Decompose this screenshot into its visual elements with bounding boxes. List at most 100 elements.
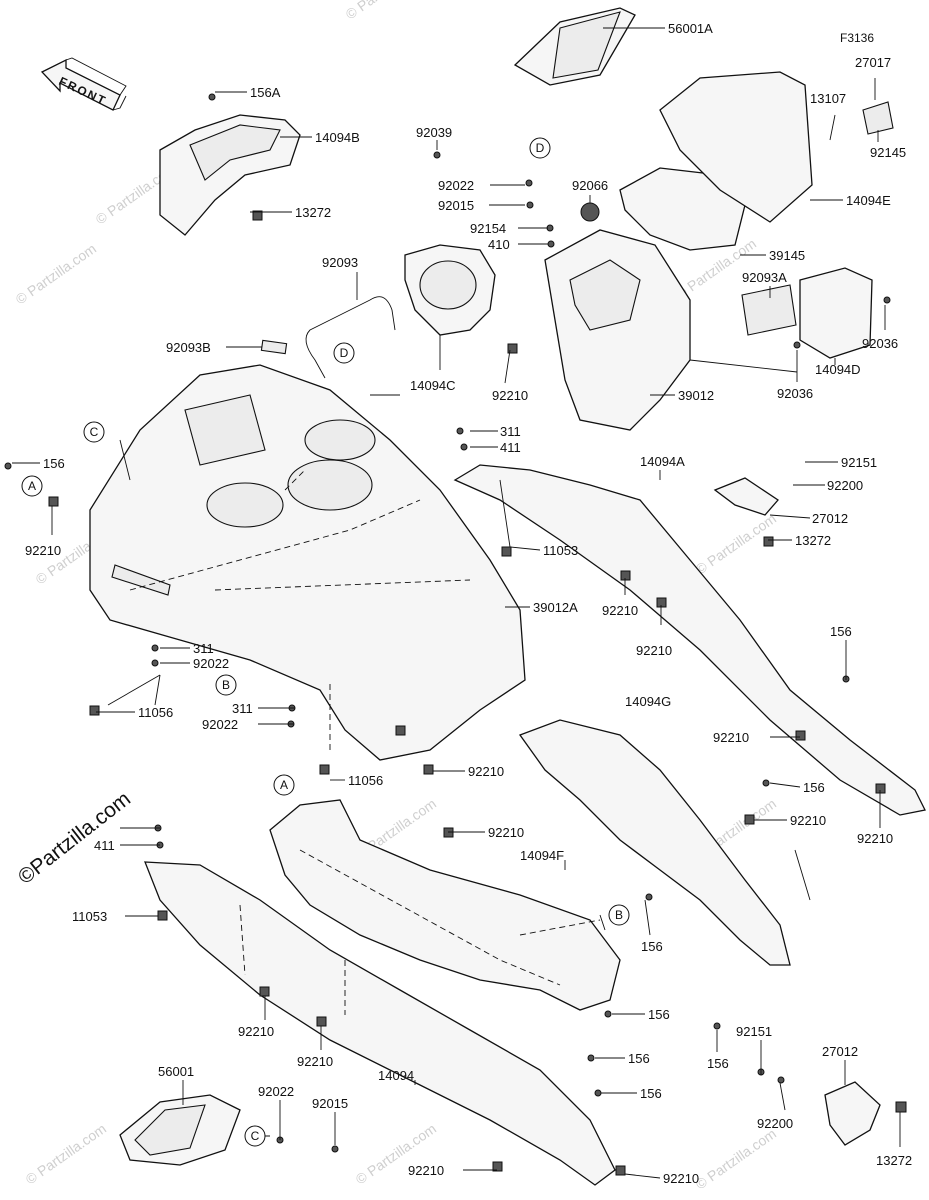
callout-c-deck: C	[83, 421, 105, 443]
part-number-label: 92210	[297, 1054, 333, 1069]
part-number-label: 156	[43, 456, 65, 471]
part-number-label: 92210	[663, 1171, 699, 1186]
part-number-label: 92022	[193, 656, 229, 671]
svg-text:C: C	[251, 1129, 260, 1143]
part-number-label: 14094G	[625, 694, 671, 709]
svg-text:D: D	[340, 346, 349, 360]
part-number-label: 39012A	[533, 600, 578, 615]
part-number-label: 92039	[416, 125, 452, 140]
callout-d-top: D	[529, 137, 551, 159]
callouts: D D C A B A B C	[21, 137, 630, 1147]
part-number-label: 27017	[855, 55, 891, 70]
part-number-label: 92022	[438, 178, 474, 193]
part-number-label: 92066	[572, 178, 608, 193]
callout-a-panel: A	[273, 774, 295, 796]
leader-lines	[12, 27, 901, 1179]
part-number-label: 56001	[158, 1064, 194, 1079]
part-number-label: 92210	[408, 1163, 444, 1178]
part-number-label: 156	[803, 780, 825, 795]
part-number-label: 14094D	[815, 362, 861, 377]
svg-text:B: B	[615, 908, 623, 922]
part-number-label: 92093A	[742, 270, 787, 285]
part-number-label: 311	[193, 641, 214, 656]
part-number-label: 11053	[543, 543, 578, 558]
part-number-label: 92015	[312, 1096, 348, 1111]
svg-text:B: B	[222, 678, 230, 692]
part-number-label: 92151	[841, 455, 877, 470]
part-number-label: 311	[500, 424, 521, 439]
callout-b-panel: B	[608, 904, 630, 926]
part-number-label: 411	[94, 838, 115, 853]
watermark: © Partzilla.com	[23, 1120, 109, 1187]
part-number-label: 92015	[438, 198, 474, 213]
part-number-label: 156	[648, 1007, 670, 1022]
part-number-label: 92210	[25, 543, 61, 558]
part-number-label: 11056	[138, 705, 173, 720]
part-number-label: 411	[500, 440, 521, 455]
part-number-label: 92036	[862, 336, 898, 351]
part-number-label: 92200	[827, 478, 863, 493]
part-number-label: 92210	[602, 603, 638, 618]
part-number-label: 92210	[790, 813, 826, 828]
part-number-label: 13272	[876, 1153, 912, 1168]
part-labels: 56001A 156A 14094B 13272 92039 92022 920…	[25, 21, 912, 1186]
part-number-label: 14094B	[315, 130, 360, 145]
part-number-label: 92210	[713, 730, 749, 745]
part-number-label: 92210	[636, 643, 672, 658]
part-number-label: 13107	[810, 91, 846, 106]
part-number-label: 92151	[736, 1024, 772, 1039]
figure-id: F3136	[840, 31, 874, 45]
part-number-label: 92200	[757, 1116, 793, 1131]
part-number-label: 156	[641, 939, 663, 954]
callout-b-deck: B	[215, 674, 237, 696]
part-number-label: 11053	[72, 909, 107, 924]
part-number-label: 92210	[492, 388, 528, 403]
callout-d-deck: D	[333, 342, 355, 364]
part-number-label: 92154	[470, 221, 506, 236]
partzilla-logo: ©Partzilla.com	[14, 787, 135, 889]
part-number-label: 27012	[822, 1044, 858, 1059]
part-number-label: 13272	[295, 205, 331, 220]
svg-text:D: D	[536, 141, 545, 155]
part-number-label: 156	[640, 1086, 662, 1101]
watermark: © Partzilla.com	[693, 1125, 779, 1192]
part-number-label: 14094E	[846, 193, 891, 208]
part-number-label: 92093B	[166, 340, 211, 355]
part-number-label: 410	[488, 237, 510, 252]
part-number-label: 92036	[777, 386, 813, 401]
part-number-label: 11056	[348, 773, 383, 788]
part-number-label: 92210	[468, 764, 504, 779]
part-number-label: 92022	[258, 1084, 294, 1099]
part-number-label: 92210	[488, 825, 524, 840]
part-number-label: 92093	[322, 255, 358, 270]
part-number-label: 92145	[870, 145, 906, 160]
part-number-label: 156A	[250, 85, 281, 100]
svg-text:A: A	[280, 778, 288, 792]
part-number-label: 39012	[678, 388, 714, 403]
part-number-label: 156	[628, 1051, 650, 1066]
part-number-label: 14094F	[520, 848, 564, 863]
part-number-label: 92210	[857, 831, 893, 846]
part-number-label: 39145	[769, 248, 805, 263]
part-number-label: 56001A	[668, 21, 713, 36]
part-number-label: 14094C	[410, 378, 456, 393]
dashed-lines	[129, 469, 601, 1015]
svg-text:A: A	[28, 479, 36, 493]
part-shapes	[4, 7, 926, 1186]
part-number-label: 14094A	[640, 454, 685, 469]
part-number-label: 27012	[812, 511, 848, 526]
part-number-label: 92022	[202, 717, 238, 732]
callout-a-deck: A	[21, 475, 43, 497]
part-number-label: 14094	[378, 1068, 414, 1083]
part-number-label: 13272	[795, 533, 831, 548]
watermark: © Partzilla.com	[343, 0, 429, 22]
part-number-label: 156	[830, 624, 852, 639]
front-arrow: FRONT	[40, 57, 127, 111]
part-number-label: 311	[232, 701, 253, 716]
part-number-label: 156	[707, 1056, 729, 1071]
svg-text:C: C	[90, 425, 99, 439]
part-number-label: 92210	[238, 1024, 274, 1039]
callout-c-mirror: C	[244, 1125, 266, 1147]
watermark: © Partzilla.com	[13, 240, 99, 307]
